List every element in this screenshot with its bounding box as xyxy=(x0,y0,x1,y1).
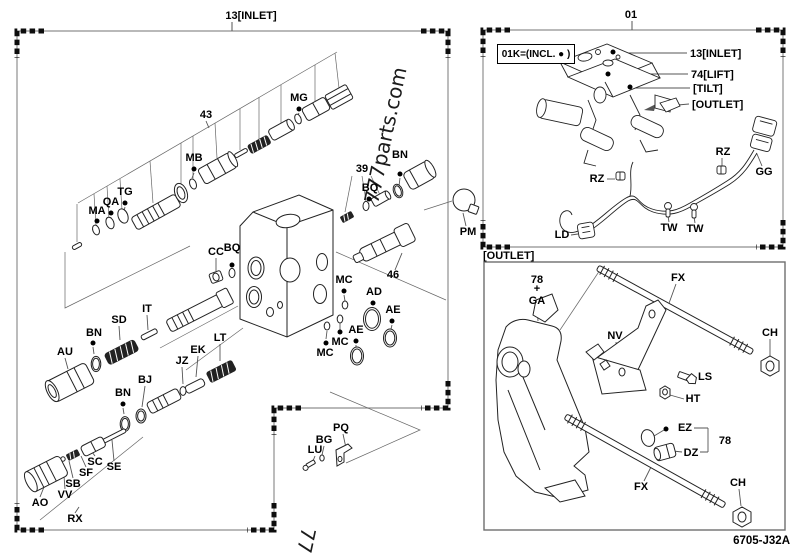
part-label-mb: MB xyxy=(185,152,203,164)
construction-lines xyxy=(39,51,601,521)
part-label-se: SE xyxy=(106,461,122,473)
kit-marker-dot xyxy=(296,106,302,112)
part-label-fx: FX xyxy=(670,272,686,284)
kit-marker-dot xyxy=(353,338,359,344)
part-label-gg: GG xyxy=(755,166,773,178)
kit-marker-dot xyxy=(191,166,197,172)
outlet-callout-arrow xyxy=(644,104,656,111)
part-label-ch: CH xyxy=(762,327,778,339)
part-label-ld: LD xyxy=(554,229,570,241)
part-label-nv: NV xyxy=(607,330,623,342)
part-label-dz: DZ xyxy=(683,447,699,459)
kit-marker-dot xyxy=(389,318,395,324)
part-label-ae: AE xyxy=(348,324,364,336)
part-label-tw: TW xyxy=(686,223,704,235)
part-label-sc: SC xyxy=(87,456,103,468)
part-label-pq: PQ xyxy=(333,422,349,434)
part-label-bn: BN xyxy=(392,149,408,161)
kit-note-box: 01K=(INCL. ● ) xyxy=(497,44,575,64)
part-label-ht: HT xyxy=(685,393,701,405)
part-label-mc: MC xyxy=(331,336,349,348)
kit-marker-dot xyxy=(341,288,347,294)
part-label-cc: CC xyxy=(208,246,224,258)
kit-marker-dot xyxy=(120,401,126,407)
title-connectors xyxy=(231,21,633,31)
part-label-ez: EZ xyxy=(677,422,693,434)
part-label-bj: BJ xyxy=(137,374,153,386)
inlet-section-title: 13[INLET] xyxy=(225,10,277,22)
outlet-section-title: [OUTLET] xyxy=(483,250,535,262)
inlet-exploded-parts xyxy=(23,84,480,493)
part-label-43: 43 xyxy=(199,109,213,121)
kit-marker-dot xyxy=(610,49,616,55)
part-label-bq: BQ xyxy=(223,242,241,254)
kit-marker-dot xyxy=(337,329,343,335)
kit-marker-dot xyxy=(663,426,669,432)
part-label-mg: MG xyxy=(290,92,308,104)
kit-note-text: 01K=(INCL. ● ) xyxy=(501,48,571,60)
part-label-rz: RZ xyxy=(589,173,605,185)
part-label-jz: JZ xyxy=(175,355,189,367)
part-label-sd: SD xyxy=(111,314,127,326)
assembly-section-title: 01 xyxy=(624,9,638,21)
part-label-39: 39 xyxy=(355,163,369,175)
part-label-outlet: [OUTLET] xyxy=(692,99,744,111)
kit-marker-dot xyxy=(605,71,611,77)
part-label-it: IT xyxy=(142,303,152,315)
part-label-ma: MA xyxy=(88,205,106,217)
part-label-lt: LT xyxy=(213,332,227,344)
kit-marker-dot xyxy=(370,300,376,306)
part-label-rx: RX xyxy=(67,513,83,525)
part-label-ls: LS xyxy=(697,371,713,383)
part-label-sf: SF xyxy=(78,467,94,479)
part-label-vv: VV xyxy=(57,489,73,501)
kit-marker-dot xyxy=(90,340,96,346)
outlet-parts-drawing xyxy=(495,265,780,528)
part-label-lu: LU xyxy=(307,444,323,456)
part-label-tw: TW xyxy=(660,222,678,234)
part-label-ek: EK xyxy=(190,344,206,356)
part-label-: + xyxy=(533,283,541,295)
part-label-rz: RZ xyxy=(715,146,731,158)
part-label-74-lift: 74[LIFT] xyxy=(691,69,734,81)
part-label-pm: PM xyxy=(459,226,477,238)
part-label-mc: MC xyxy=(316,347,334,359)
part-label-fx: FX xyxy=(633,481,649,493)
assembled-valve-drawing xyxy=(536,43,778,240)
part-label-ga: GA xyxy=(528,295,546,307)
outlet-section-border xyxy=(483,261,786,531)
part-label-sb: SB xyxy=(65,478,81,490)
kit-marker-dot xyxy=(229,262,235,268)
part-label-au: AU xyxy=(57,346,73,358)
part-label-qa: QA xyxy=(102,196,120,208)
kit-marker-dot xyxy=(397,171,403,177)
kit-marker-dot xyxy=(627,84,633,90)
part-label-bq: BQ xyxy=(361,182,379,194)
part-label-tilt: [TILT] xyxy=(693,83,723,95)
kit-marker-dot xyxy=(94,218,100,224)
dashed-corner-marks xyxy=(14,27,786,533)
part-label-bn: BN xyxy=(86,327,102,339)
drawing-code: 6705-J32A xyxy=(733,535,790,547)
kit-marker-dot xyxy=(108,210,114,216)
part-label-ad: AD xyxy=(366,286,382,298)
part-label-ao: AO xyxy=(31,497,49,509)
kit-marker-dot xyxy=(323,340,329,346)
part-label-mc: MC xyxy=(335,274,353,286)
part-label-78: 78 xyxy=(718,435,732,447)
part-label-bg: BG xyxy=(315,434,333,446)
part-label-tg: TG xyxy=(117,186,133,198)
part-label-ch: CH xyxy=(730,477,746,489)
kit-marker-dot xyxy=(122,200,128,206)
part-label-78: 78 xyxy=(530,274,544,286)
part-label-bn: BN xyxy=(115,387,131,399)
part-label-46: 46 xyxy=(386,269,400,281)
part-label-ae: AE xyxy=(385,304,401,316)
kit-marker-dot xyxy=(366,196,372,202)
part-label-13-inlet: 13[INLET] xyxy=(690,48,742,60)
leader-lines xyxy=(39,52,771,514)
